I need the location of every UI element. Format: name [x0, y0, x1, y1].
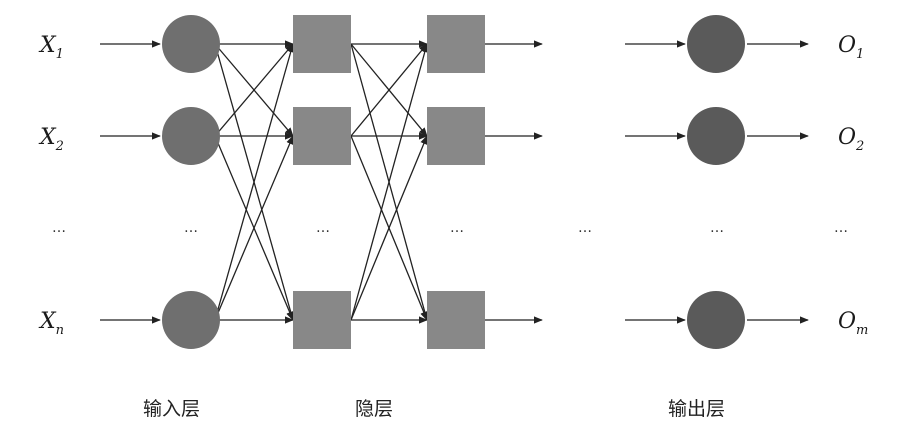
caption-hidden-layer: 隐层 — [355, 398, 393, 420]
caption-output-layer: 输出层 — [668, 398, 725, 420]
edge-hidden-a-n-to-hidden-b-2 — [350, 135, 428, 321]
output-label-m: Om — [838, 309, 868, 338]
edge-hidden-a-n-to-hidden-b-1 — [350, 43, 429, 321]
output-label-2: O2 — [838, 125, 864, 154]
output-node-1 — [687, 15, 745, 73]
hidden-node-b-n — [427, 291, 485, 349]
ellipsis-hidden-a: … — [316, 220, 330, 236]
edge-input-2-to-hidden-a-1 — [214, 43, 294, 137]
edge-hidden-a-2-to-hidden-b-1 — [350, 43, 428, 137]
edge-input-n-to-hidden-a-2 — [214, 135, 294, 321]
input-node-1 — [162, 15, 220, 73]
hidden-node-b-1 — [427, 15, 485, 73]
caption-input-layer: 输入层 — [143, 398, 200, 420]
hidden-node-a-2 — [293, 107, 351, 165]
input-label-2: X2 — [38, 125, 64, 154]
ellipsis-between-layers: … — [578, 220, 592, 236]
ellipsis-output-nodes: … — [710, 220, 724, 236]
output-node-2 — [687, 107, 745, 165]
input-label-n: Xn — [38, 309, 64, 338]
output-node-m — [687, 291, 745, 349]
connections — [100, 40, 809, 324]
hidden-node-b-2 — [427, 107, 485, 165]
edge-input-n-to-hidden-a-1 — [214, 43, 295, 321]
nodes — [162, 15, 745, 349]
ellipsis-hidden-b: … — [450, 220, 464, 236]
input-node-n — [162, 291, 220, 349]
hidden-node-a-n — [293, 291, 351, 349]
output-label-1: O1 — [838, 33, 864, 62]
hidden-node-a-1 — [293, 15, 351, 73]
input-label-1: X1 — [38, 33, 64, 62]
ellipsis-output-label: … — [834, 220, 848, 236]
ellipsis-input-nodes: … — [184, 220, 198, 236]
ellipsis-input-label: … — [52, 220, 66, 236]
input-node-2 — [162, 107, 220, 165]
